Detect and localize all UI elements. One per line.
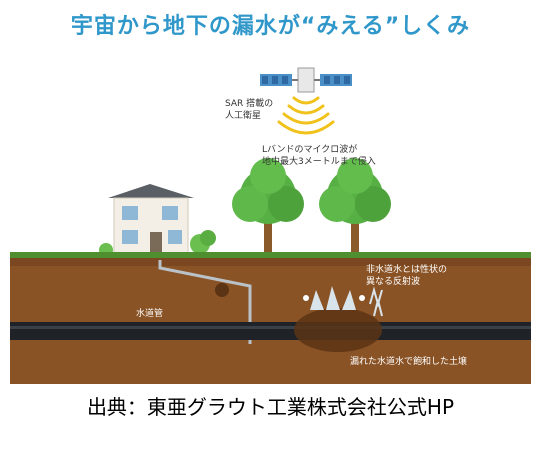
service-pipe [158,260,252,344]
water-main-pipe [10,322,531,340]
source-caption: 出典：東亜グラウト工業株式会社公式HP [86,395,455,419]
satellite-label-line2: 人工衛星 [225,111,262,121]
satellite-body [297,67,315,93]
reflection-label-line2: 異なる反射波 [366,277,421,287]
soil [10,258,531,384]
wave-label-line2: 地中最大3メートルまで侵入 [262,157,376,167]
grass [10,252,531,258]
illustration-svg [10,54,531,384]
leak-zone [294,286,382,352]
leak-point-1 [215,283,229,297]
house [99,184,216,257]
illustration: SAR 搭載の 人工衛星 Lバンドのマイクロ波が 地中最大3メートルまで侵入 水… [10,54,531,384]
satellite-label-line1: SAR 搭載の [225,99,274,109]
soil-label: 漏れた水道水で飽和した土壌 [350,357,468,367]
pipe-label: 水道管 [136,309,164,319]
satellite [260,67,352,93]
tree-left [232,158,304,256]
reflection-label-line1: 非水道水とは性状の [366,265,448,275]
tree-right [319,158,391,256]
wave-label-line1: Lバンドのマイクロ波が [262,145,358,155]
reflection-waves [369,286,383,317]
diagram-title: 宇宙から地下の漏水が“みえる”しくみ [70,14,471,39]
signal-waves [277,96,335,135]
